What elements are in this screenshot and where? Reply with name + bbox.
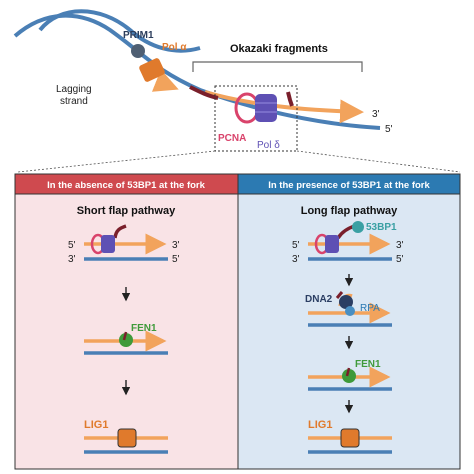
right-panel-title: Long flap pathway [301, 205, 398, 217]
right-53bp1-protein [352, 221, 364, 233]
right-5prime-lower: 5' [396, 254, 404, 265]
zoom-box [214, 85, 298, 152]
right-fen1-label: FEN1 [355, 359, 381, 370]
left-3prime-lower: 3' [68, 254, 76, 265]
right-flap-3 [345, 367, 351, 377]
lagging-label-line1: Lagging [56, 84, 92, 95]
left-fen1-protein [119, 333, 133, 347]
right-fen1-protein [342, 369, 356, 383]
prim1-protein [131, 44, 145, 58]
pol-alpha-protein [139, 58, 165, 82]
right-panel: In the presence of 53BP1 at the fork Lon… [237, 173, 461, 470]
left-5prime-lower: 5' [172, 254, 180, 265]
top-5prime: 5' [385, 124, 393, 135]
left-pol-delta-1 [101, 235, 115, 253]
prim1-label: PRIM1 [123, 30, 154, 41]
left-lig1-label: LIG1 [84, 419, 108, 431]
right-dna2-label: DNA2 [305, 294, 333, 305]
okazaki-new-strand [204, 90, 364, 124]
okazaki-label: Okazaki fragments [230, 43, 328, 55]
right-dna2-protein [339, 295, 353, 309]
pol-delta-protein [255, 94, 277, 122]
left-panel-header: In the absence of 53BP1 at the fork [47, 180, 206, 191]
right-lig1-label: LIG1 [308, 419, 332, 431]
pcna-label: PCNA [218, 133, 246, 144]
left-lig1-protein [117, 428, 137, 448]
right-flap-2 [335, 291, 344, 299]
right-panel-header: In the presence of 53BP1 at the fork [268, 180, 430, 191]
right-lig1-protein [340, 428, 360, 448]
left-panel-title: Short flap pathway [77, 205, 176, 217]
top-3prime: 3' [372, 109, 380, 120]
left-fen1-label: FEN1 [131, 323, 157, 334]
right-3prime-upper: 3' [396, 240, 404, 251]
rna-primer-flap [189, 85, 219, 100]
left-3prime-upper: 3' [172, 240, 180, 251]
replication-fork-overview: PRIM1 Pol α Okazaki fragments Lagging st… [13, 9, 461, 173]
zoom-line-right [296, 150, 461, 173]
left-5prime: 5' [68, 240, 76, 251]
right-panel-header-bg [237, 173, 461, 195]
left-flap-1 [113, 224, 127, 239]
right-pol-delta-1 [325, 235, 339, 253]
right-5prime: 5' [292, 240, 300, 251]
zoom-line-left [17, 150, 216, 173]
lagging-label-line2: strand [60, 96, 88, 107]
right-3prime-lower: 3' [292, 254, 300, 265]
pol-alpha-label: Pol α [162, 42, 187, 53]
primer-arrow [151, 69, 179, 92]
okazaki-bracket [192, 61, 363, 72]
right-53bp1-label: 53BP1 [366, 222, 397, 233]
flap-hook [286, 91, 294, 107]
left-panel: In the absence of 53BP1 at the fork Shor… [14, 173, 239, 470]
pol-delta-label: Pol δ [257, 140, 280, 151]
left-flap-2 [122, 331, 128, 341]
right-rpa-protein [345, 306, 355, 316]
right-rpa-label: RPA [360, 303, 380, 314]
